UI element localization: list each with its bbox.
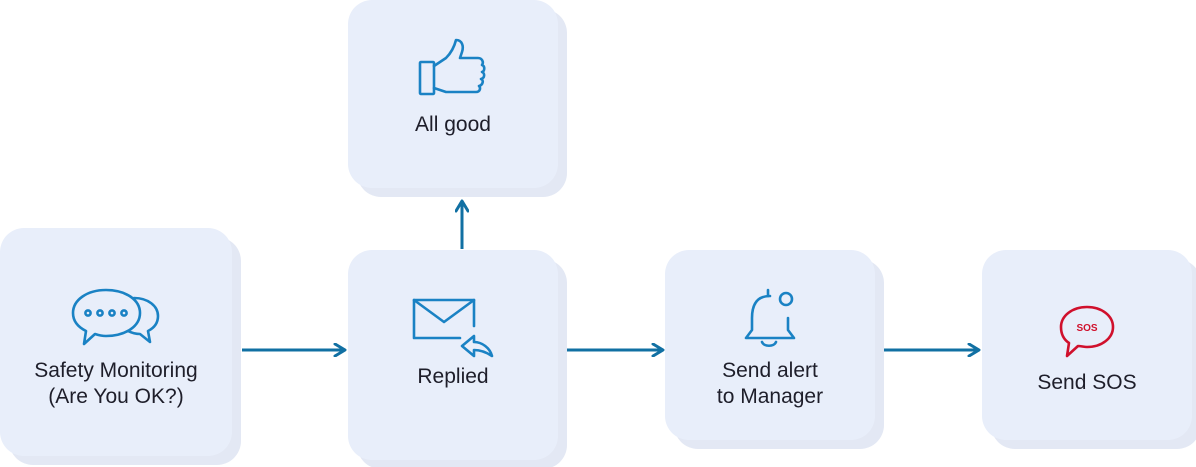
sos-badge-text: SOS: [1076, 323, 1097, 334]
node-send-alert: Send alert to Manager: [665, 250, 875, 440]
sos-bubble-icon: SOS: [982, 304, 1192, 360]
chat-bubbles-icon: [0, 286, 232, 348]
mail-reply-icon: [348, 296, 558, 360]
node-label: Send alert to Manager: [716, 359, 824, 408]
node-label: All good: [415, 113, 491, 136]
node-label: Replied: [417, 365, 489, 388]
node-label: Safety Monitoring (Are You OK?): [34, 359, 198, 408]
thumbs-up-icon: [348, 38, 558, 98]
node-replied: Replied: [348, 250, 558, 460]
node-all-good: All good: [348, 0, 558, 188]
node-label: Send SOS: [1037, 371, 1137, 394]
node-safety-monitoring: Safety Monitoring (Are You OK?): [0, 228, 232, 456]
bell-icon: [665, 286, 875, 350]
node-send-sos: SOS Send SOS: [982, 250, 1192, 440]
